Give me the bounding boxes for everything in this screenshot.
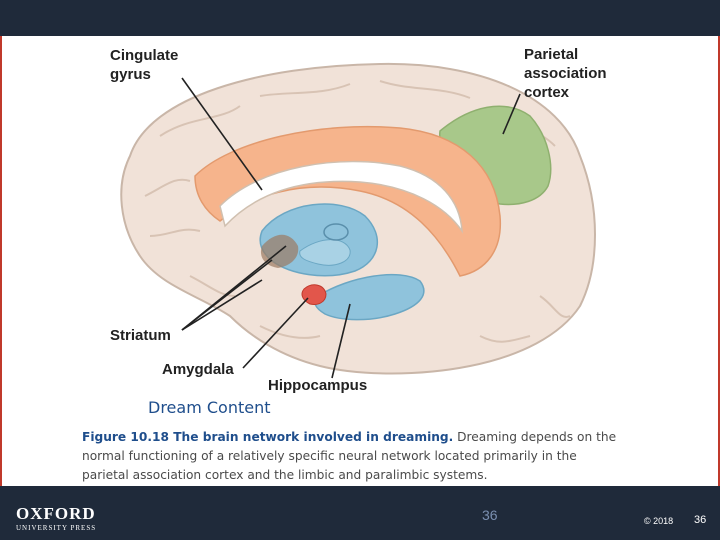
label-cingulate-gyrus: Cingulate gyrus <box>110 46 178 84</box>
copyright-text: © 2018 <box>644 516 673 526</box>
brain-illustration <box>0 36 720 486</box>
dream-content-subtitle: Dream Content <box>148 398 271 417</box>
caption-lead: Figure 10.18 The brain network involved … <box>82 430 453 444</box>
label-hippocampus: Hippocampus <box>268 376 367 395</box>
label-cingulate-line2: gyrus <box>110 65 178 84</box>
page-number: 36 <box>694 514 706 526</box>
label-striatum: Striatum <box>110 326 171 345</box>
label-parietal-line1: Parietal <box>524 45 607 64</box>
label-parietal-association-cortex: Parietal association cortex <box>524 45 607 102</box>
label-cingulate-line1: Cingulate <box>110 46 178 65</box>
center-page-number: 36 <box>482 507 498 523</box>
label-parietal-line2: association <box>524 64 607 83</box>
publisher-logo: OXFORD UNIVERSITY PRESS <box>16 506 96 532</box>
label-amygdala: Amygdala <box>162 360 234 379</box>
top-bar <box>0 0 720 36</box>
bottom-bar <box>0 486 720 540</box>
publisher-logo-line2: UNIVERSITY PRESS <box>16 524 96 532</box>
publisher-logo-line1: OXFORD <box>16 506 96 522</box>
label-parietal-line3: cortex <box>524 83 607 102</box>
figure-caption: Figure 10.18 The brain network involved … <box>82 428 622 485</box>
